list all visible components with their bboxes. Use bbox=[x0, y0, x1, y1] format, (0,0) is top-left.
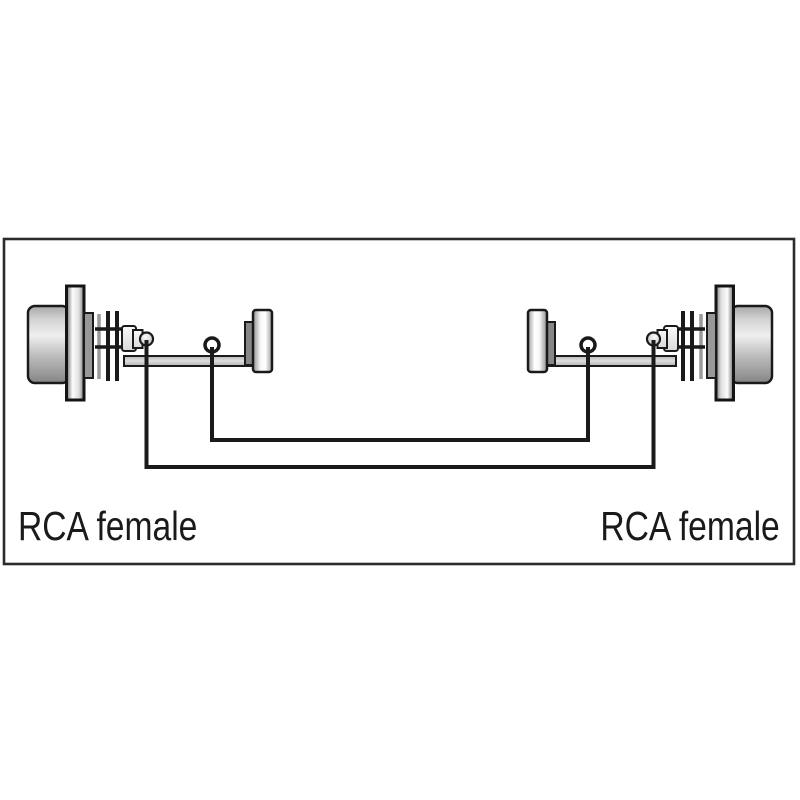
signal-wire bbox=[144, 340, 656, 469]
diagram-frame bbox=[2, 237, 796, 566]
ground-wire bbox=[210, 347, 590, 442]
left-connector-label: RCA female bbox=[18, 503, 198, 549]
right-connector-label: RCA female bbox=[600, 503, 780, 549]
